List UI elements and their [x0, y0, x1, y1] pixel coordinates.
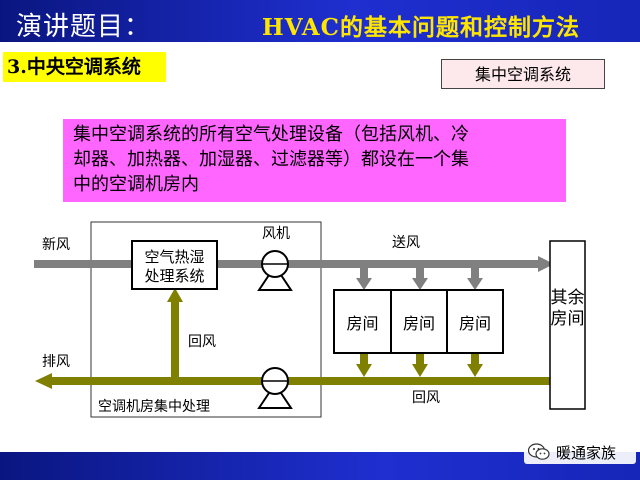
supply-duct — [34, 256, 554, 290]
exhaust-air-label: 排风 — [42, 354, 70, 370]
return-air-inner-label: 回风 — [188, 334, 216, 350]
room-label: 房间 — [403, 314, 435, 333]
room-box — [446, 289, 504, 354]
fresh-air-label: 新风 — [42, 237, 70, 253]
return-fan-icon — [257, 367, 293, 409]
fan-label: 风机 — [262, 226, 290, 242]
description-line: 集中空调系统的所有空气处理设备（包括风机、冷 — [73, 124, 469, 145]
description-line: 中的空调机房内 — [73, 174, 199, 195]
air-processor-box — [131, 240, 218, 290]
section-title: 3.中央空调系统 — [3, 52, 166, 82]
processor-label-2: 处理系统 — [144, 267, 204, 285]
supply-fan-icon — [257, 250, 293, 291]
description-box: 集中空调系统的所有空气处理设备（包括风机、冷 却器、加热器、加湿器、过滤器等）都… — [63, 119, 566, 202]
return-duct — [35, 288, 553, 389]
processor-label-1: 空气热湿 — [144, 248, 204, 266]
watermark: 暖通家族 — [524, 440, 636, 464]
other-rooms-fill — [550, 241, 585, 409]
other-rooms-label-1: 其余 — [551, 288, 585, 308]
supply-air-label: 送风 — [392, 235, 420, 251]
room-label: 房间 — [346, 314, 378, 333]
plant-room-box — [90, 221, 322, 418]
room-label: 房间 — [459, 314, 491, 333]
description-line: 却器、加热器、加湿器、过滤器等）都设在一个集 — [73, 149, 469, 170]
watermark-text: 暖通家族 — [556, 444, 617, 462]
system-tag: 集中空调系统 — [441, 59, 605, 89]
other-rooms-box — [549, 240, 586, 410]
header-bar: 演讲题目： HVAC的基本问题和控制方法 — [0, 0, 640, 42]
plant-room-label: 空调机房集中处理 — [98, 398, 210, 415]
header-label: 演讲题目： — [16, 12, 152, 42]
header-title: HVAC的基本问题和控制方法 — [262, 14, 580, 41]
return-air-lower-label: 回风 — [412, 390, 440, 406]
other-rooms-label-2: 房间 — [551, 309, 585, 329]
wechat-icon — [528, 443, 550, 460]
